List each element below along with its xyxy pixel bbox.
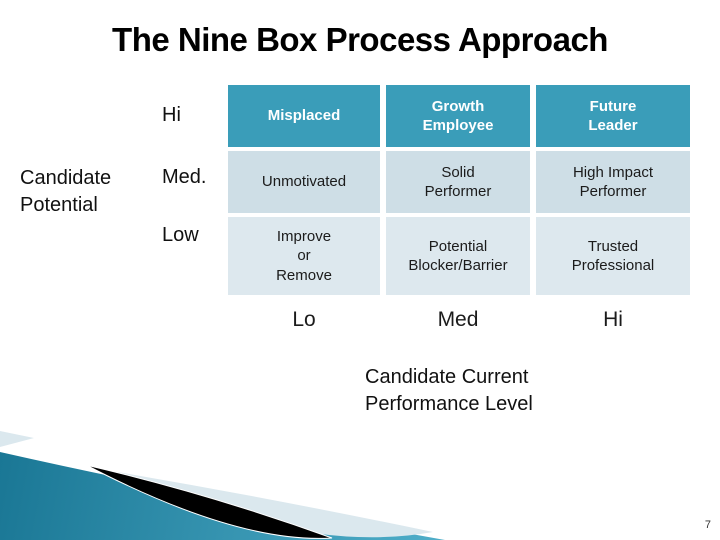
swoosh-pale-stripe	[112, 471, 433, 538]
matrix-cell: Potential Blocker/Barrier	[386, 217, 530, 295]
x-axis-tick-hi: Hi	[603, 308, 623, 331]
matrix-cell: Improve or Remove	[228, 217, 380, 295]
swoosh-teal-wedge	[0, 452, 445, 540]
y-axis-tick-hi: Hi	[162, 104, 181, 126]
x-axis-tick-med: Med	[437, 308, 479, 331]
y-axis-label: Candidate Potential	[20, 167, 112, 216]
matrix-header-cell: Growth Employee	[386, 85, 530, 147]
page-number: 7	[704, 519, 711, 531]
nine-box-matrix: Misplaced Growth Employee Future Leader …	[228, 85, 690, 343]
matrix-header-cell: Future Leader	[536, 85, 690, 147]
matrix-cell: High Impact Performer	[536, 151, 690, 213]
y-axis-tick-low: Low	[162, 224, 199, 246]
matrix-header-cell: Misplaced	[228, 85, 380, 147]
swoosh-black-stripe	[85, 464, 333, 539]
matrix-cell: Trusted Professional	[536, 217, 690, 295]
x-axis-tick-lo: Lo	[292, 308, 316, 331]
x-axis-label: Candidate Current Performance Level	[365, 366, 533, 415]
matrix-cell: Solid Performer	[386, 151, 530, 213]
slide-title: The Nine Box Process Approach	[112, 21, 608, 58]
y-axis-tick-med: Med.	[162, 166, 207, 188]
swoosh-pale-corner	[0, 431, 34, 447]
matrix-cell: Unmotivated	[228, 151, 380, 213]
